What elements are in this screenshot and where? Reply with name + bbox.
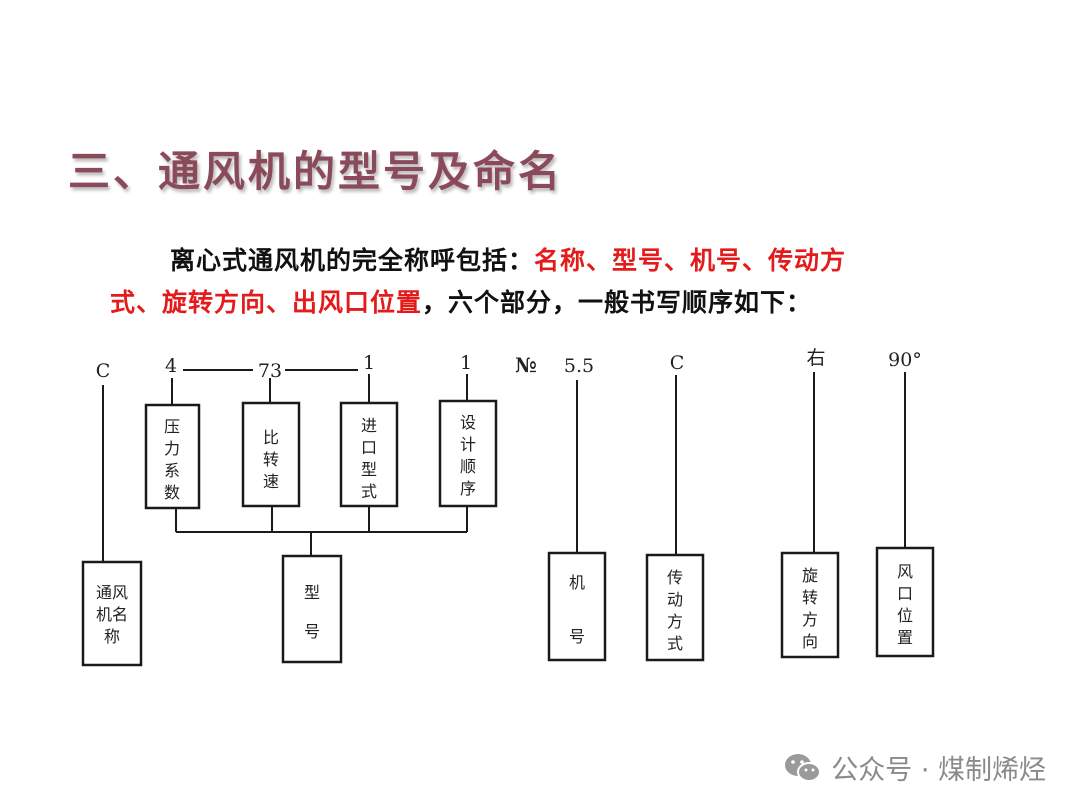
box-label: 动 [667, 590, 683, 609]
box-label: 压 [164, 417, 180, 436]
components-text-2: 式、旋转方向、出风口位置 [110, 288, 423, 317]
box-label: 进 [361, 416, 377, 435]
box-label: 旋 [802, 566, 818, 585]
box-label: 计 [460, 435, 476, 454]
code-design-seq: 1 [460, 352, 472, 374]
box-label: 通风 [96, 583, 128, 602]
box-label: 顺 [460, 457, 476, 476]
diagram-lines [102, 369, 906, 562]
box-inlet-type [339, 401, 399, 508]
box-label: 风 [897, 562, 913, 581]
code-machine-no: 5.5 [564, 355, 594, 377]
box-label: 位 [897, 606, 913, 625]
box-label: 向 [802, 632, 818, 651]
box-label: 设 [460, 413, 476, 432]
box-label: 速 [263, 472, 279, 491]
box-label: 型 [304, 583, 320, 602]
code-inlet: 1 [363, 352, 375, 374]
box-label: 号 [569, 627, 585, 646]
box-machine-no [547, 551, 607, 662]
box-label: 数 [164, 483, 180, 502]
components-text-1: 名称、型号、机号、传动方 [534, 246, 847, 275]
box-label: 系 [164, 461, 180, 480]
box-label: 口 [897, 584, 913, 603]
box-label: 序 [460, 479, 476, 498]
number-sign: № [515, 353, 537, 377]
outro-text: ，六个部分，一般书写顺序如下： [422, 288, 813, 317]
box-label: 传 [667, 568, 683, 587]
box-label: 机 [569, 573, 585, 592]
code-specific-speed: 73 [258, 360, 282, 382]
box-model [281, 554, 343, 664]
box-label: 口 [361, 438, 377, 457]
code-rotation: 右 [806, 347, 825, 369]
box-label: 式 [667, 634, 683, 653]
box-label: 力 [164, 439, 180, 458]
watermark-text: 公众号 · 煤制烯烃 [831, 755, 1046, 786]
intro-paragraph: 离心式通风机的完全称呼包括：名称、型号、机号、传动方 式、旋转方向、出风口位置，… [110, 240, 970, 324]
box-label: 方 [802, 610, 818, 629]
watermark: 公众号 · 煤制烯烃 [783, 748, 1046, 787]
box-label: 置 [897, 628, 913, 647]
box-specific-speed [241, 401, 301, 508]
intro-text: 离心式通风机的完全称呼包括： [170, 246, 535, 275]
code-name: C [96, 360, 111, 382]
box-pressure-coef [144, 403, 201, 510]
wechat-icon [785, 753, 822, 782]
slide-title: 三、通风机的型号及命名 [68, 147, 564, 196]
box-label: 式 [361, 482, 377, 501]
box-label: 机名 [96, 605, 128, 624]
diagram-boxes [81, 399, 935, 667]
box-drive-mode [645, 553, 705, 662]
box-fan-name [81, 560, 143, 667]
box-label: 方 [667, 612, 683, 631]
box-label: 转 [263, 450, 279, 469]
code-drive: C [670, 352, 685, 374]
box-design-seq [438, 399, 498, 508]
box-label: 号 [304, 622, 320, 641]
box-label: 转 [802, 588, 818, 607]
box-outlet-pos [875, 546, 935, 658]
box-label: 型 [361, 460, 377, 479]
code-pressure: 4 [165, 355, 177, 377]
box-label: 比 [263, 428, 279, 447]
box-label: 称 [104, 627, 120, 646]
code-outlet-angle: 90° [888, 349, 922, 371]
box-rotation-dir [780, 551, 840, 659]
